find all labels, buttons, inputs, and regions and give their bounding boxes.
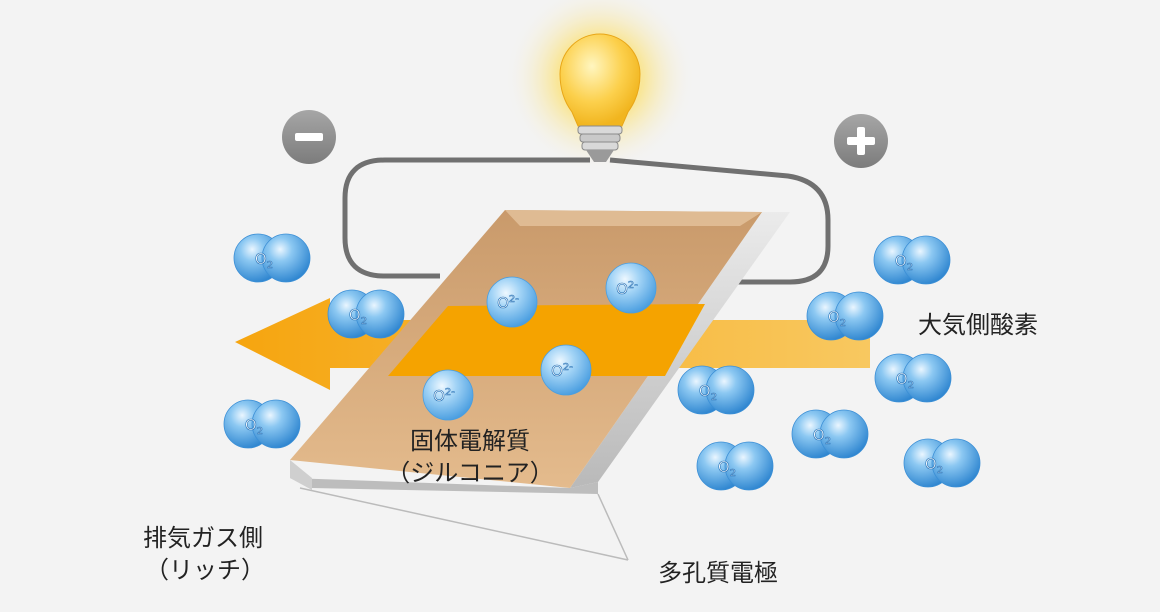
oxygen-molecule-label: O2	[895, 252, 913, 273]
oxygen-molecule: O2	[223, 399, 301, 449]
oxygen-molecule: O2	[233, 233, 311, 283]
solid-electrolyte-title: 固体電解質	[410, 427, 530, 455]
oxygen-molecule-label: O2	[896, 370, 914, 391]
oxide-ion: O2-	[422, 369, 474, 421]
wire-right	[609, 157, 831, 285]
oxygen-molecule: O2	[903, 438, 981, 488]
oxide-ion: O2-	[540, 344, 592, 396]
oxygen-molecule-label: O2	[245, 416, 263, 437]
oxygen-molecule-label: O2	[828, 308, 846, 329]
oxygen-molecule-label: O2	[925, 455, 943, 476]
oxide-ion-label: O2-	[433, 387, 455, 405]
plate-band	[388, 304, 705, 376]
oxide-ion: O2-	[486, 276, 538, 328]
oxide-ion-label: O2-	[551, 362, 573, 380]
oxide-ion-label: O2-	[616, 280, 638, 298]
wire-left	[342, 157, 590, 279]
minus-sign-icon	[282, 110, 336, 164]
oxygen-molecule: O2	[791, 409, 869, 459]
oxide-ion: O2-	[605, 262, 657, 314]
atmospheric-oxygen-label: 大気側酸素	[918, 311, 1038, 339]
oxygen-molecule-label: O2	[699, 382, 717, 403]
porous-electrode-label: 多孔質電極	[658, 559, 778, 587]
plus-sign-icon	[834, 114, 888, 168]
oxygen-molecule: O2	[874, 353, 952, 403]
oxygen-molecule: O2	[873, 235, 951, 285]
solid-electrolyte-label: 固体電解質 （ジルコニア）	[380, 425, 560, 490]
light-bulb-icon	[559, 33, 641, 162]
oxygen-molecule-label: O2	[718, 458, 736, 479]
oxygen-molecule-label: O2	[813, 426, 831, 447]
oxygen-molecule-label: O2	[255, 250, 273, 271]
oxygen-molecule: O2	[677, 365, 755, 415]
plate-side-front	[290, 478, 598, 494]
oxygen-molecule-label: O2	[349, 306, 367, 327]
oxide-ion-label: O2-	[497, 294, 519, 312]
oxygen-molecule: O2	[696, 441, 774, 491]
exhaust-side-subtitle: （リッチ）	[145, 556, 265, 585]
oxygen-molecule: O2	[806, 291, 884, 341]
plate-side-left	[290, 460, 312, 490]
exhaust-side-label: 排気ガス側 （リッチ）	[143, 522, 265, 587]
oxygen-molecule: O2	[327, 289, 405, 339]
exhaust-side-title: 排気ガス側	[143, 524, 263, 552]
solid-electrolyte-subtitle: （ジルコニア）	[386, 459, 554, 488]
plate-side-right	[570, 212, 790, 488]
